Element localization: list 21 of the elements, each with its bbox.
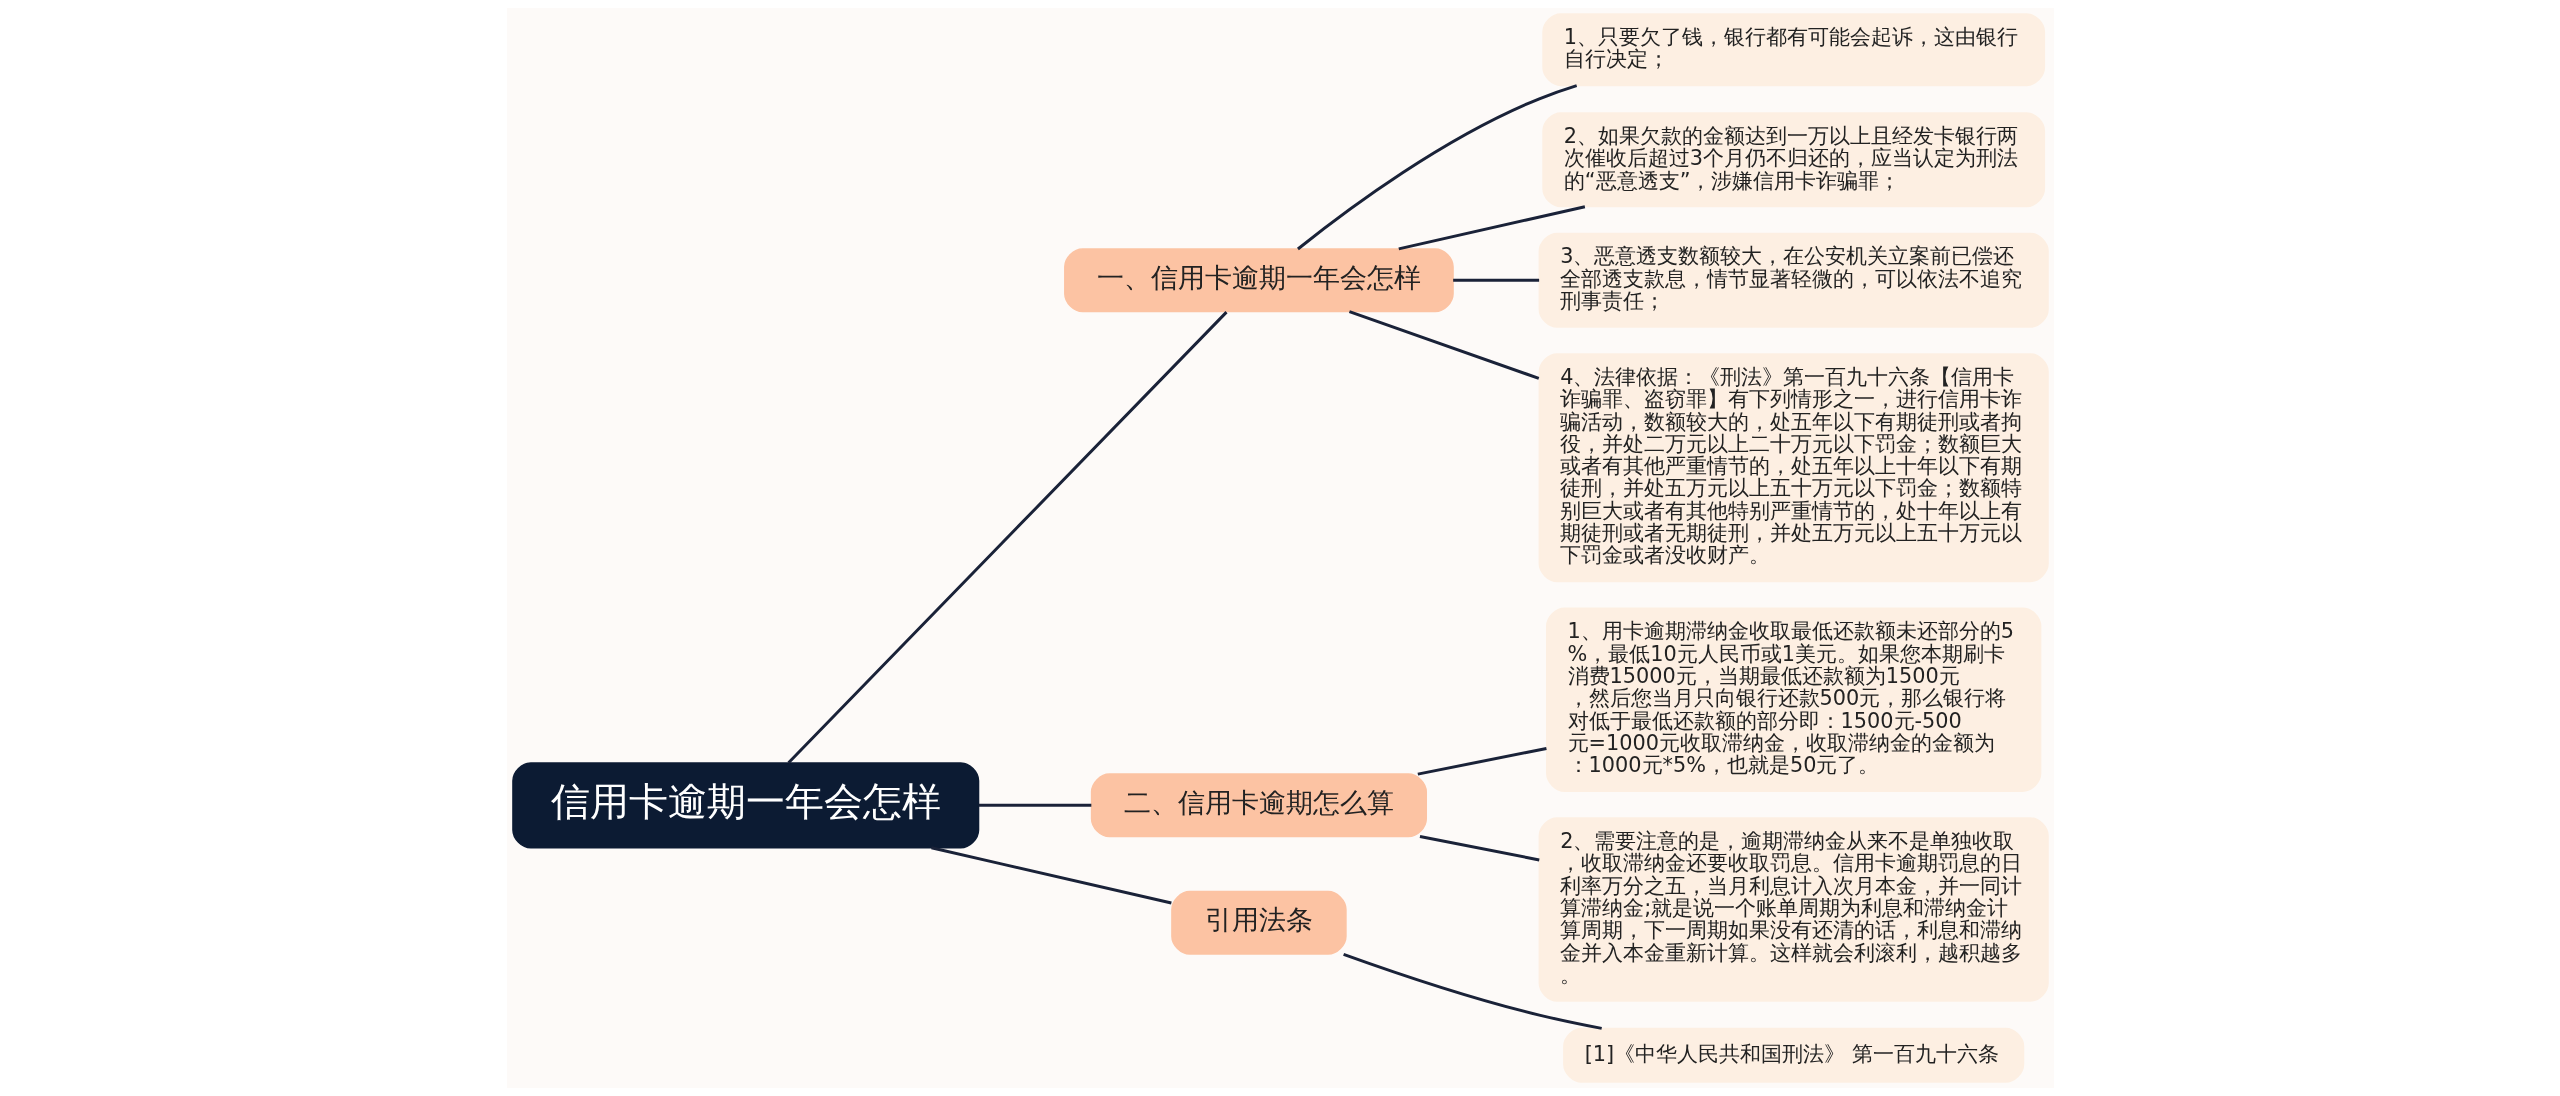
connector: [1397, 205, 1585, 251]
node-box: 2、需要注意的是，逾期滞纳金从来不是单独收取，收取滞纳金还要收取罚息。信用卡逾期罚息的日利率万分之五，当月利息计入次月本金，并一同计算滞纳金;就是说一个账单周期为利息和滞纳金计算周期，下一周期如果没有还清的话，利息和滞纳金并入本金重新计算。这样就会利滚利，越积越多。: [1538, 817, 2049, 1002]
connector: [1342, 952, 1602, 1030]
node-box: 引用法条: [1170, 890, 1347, 955]
node-box: [1]《中华人民共和国刑法》 第一百九十六条: [1562, 1027, 2024, 1083]
connector: [1296, 84, 1577, 251]
node-box: 2、如果欠款的金额达到一万以上且经发卡银行两次催收后超过3个月仍不归还的，应当认定为刑法的“恶意透支”，涉嫌信用卡诈骗罪；: [1541, 112, 2045, 208]
connector: [978, 803, 1091, 807]
node-box: 1、只要欠了钱，银行都有可能会起诉，这由银行自行决定；: [1541, 13, 2045, 87]
node-box: 3、恶意透支数额较大，在公安机关立案前已偿还全部透支款息，情节显著轻微的，可以依法不追究刑事责任；: [1538, 232, 2049, 328]
node-box: 信用卡逾期一年会怎样: [511, 762, 979, 849]
node-box: 4、法律依据：《刑法》第一百九十六条【信用卡诈骗罪、盗窃罪】有下列情形之一，进行信用卡诈骗活动，数额较大的，处五年以下有期徒刑或者拘役，并处二万元以上二十万元以下罚金；数额巨大或者有其他严重情节的，处五年以上十年以下有期徒刑，并处五万元以上五十万元以下罚金；数额特别巨大或者有其他特别严重情节的，处十年以上有期徒刑或者无期徒刑，并处五万元以上五十万元以下罚金或者没收财产。: [1538, 353, 2049, 583]
connector: [787, 311, 1228, 764]
node-box: 1、用卡逾期滞纳金收取最低还款额未还部分的5%，最低10元人民币或1美元。如果您本期刷卡消费15000元，当期最低还款额为1500元，然后您当月只向银行还款500元，那么银行将对低于最低还款额的部分即：1500元-500元=1000元收取滞纳金，收取滞纳金的金额为：1000元*5%，也就是50元了。: [1545, 607, 2041, 792]
connector: [1452, 278, 1539, 282]
connector: [1419, 835, 1540, 862]
node-box: 一、信用卡逾期一年会怎样: [1063, 248, 1454, 313]
connector: [1417, 747, 1547, 776]
connector: [930, 846, 1172, 905]
node-box: 二、信用卡逾期怎么算: [1090, 773, 1427, 838]
connector: [1348, 310, 1539, 380]
